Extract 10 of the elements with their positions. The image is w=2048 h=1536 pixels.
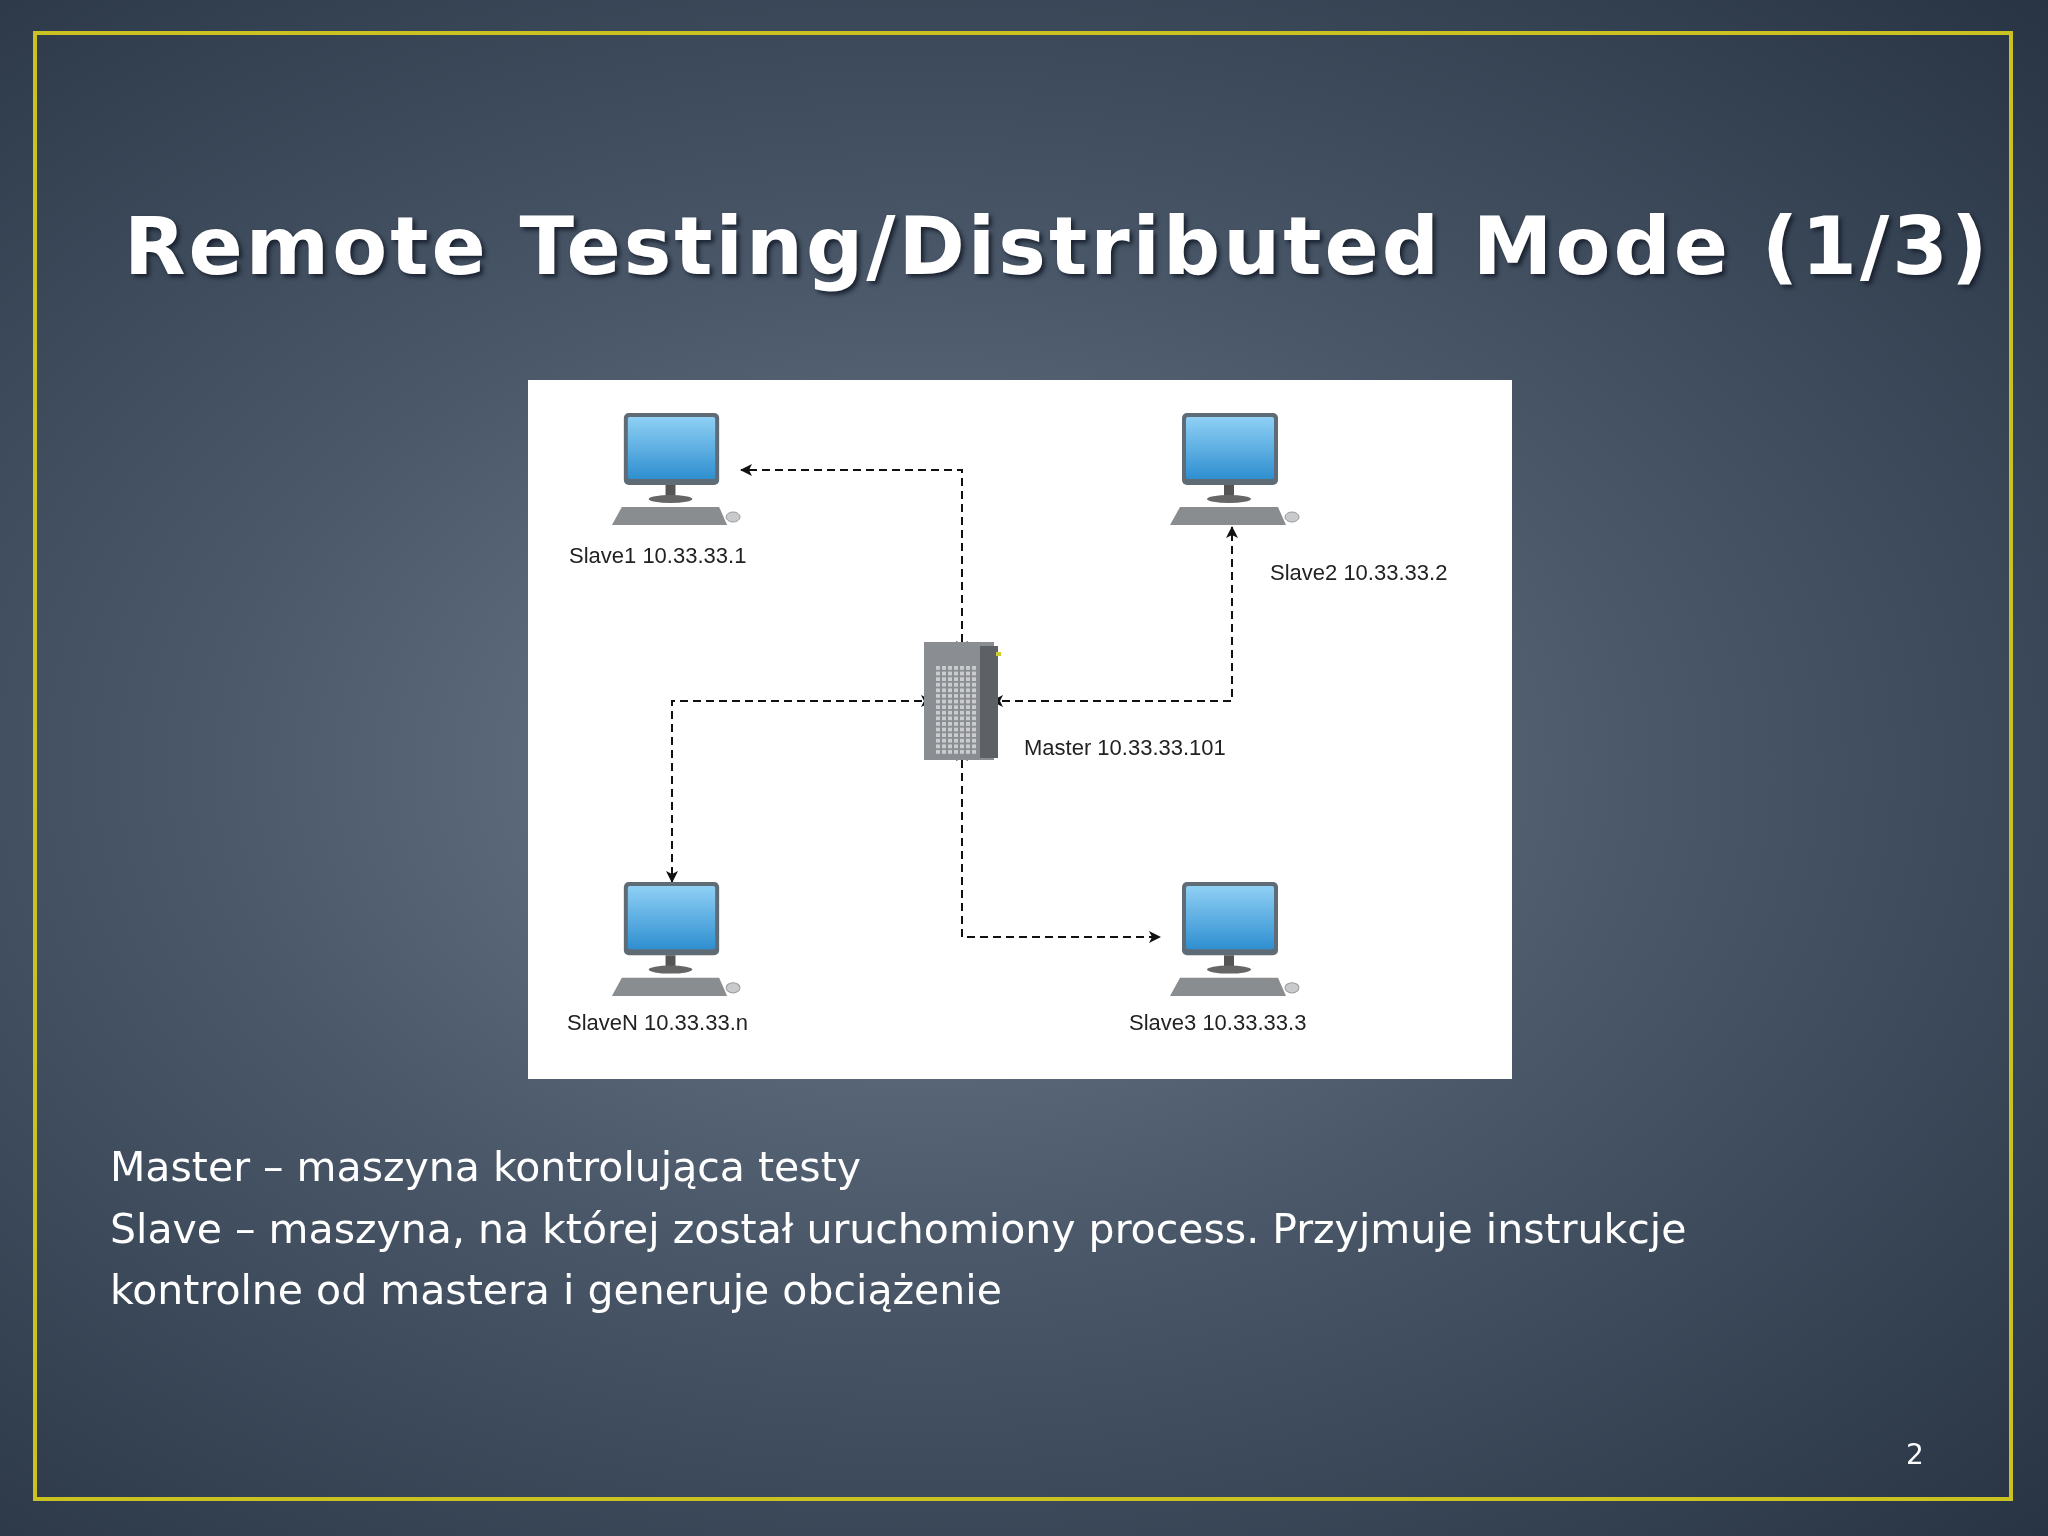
machine-label: Slave3 10.33.33.3 [1129,1010,1307,1036]
server-icon [922,642,1002,760]
slide-title: Remote Testing/Distributed Mode (1/3) [124,200,1991,293]
description-text: Master – maszyna kontrolująca testy [110,1142,862,1193]
page-number: 2 [1906,1438,1924,1471]
machine-label: Master 10.33.33.101 [1024,735,1226,761]
machine-label: Slave1 10.33.33.1 [569,543,747,569]
description-text: Slave – maszyna, na której został uruchomiony process. Przyjmuje instrukcje kontrolne od mastera i generuje obciążenie [110,1204,1688,1316]
machine-label: SlaveN 10.33.33.n [567,1010,749,1036]
machine-label: Slave2 10.33.33.2 [1270,560,1448,586]
